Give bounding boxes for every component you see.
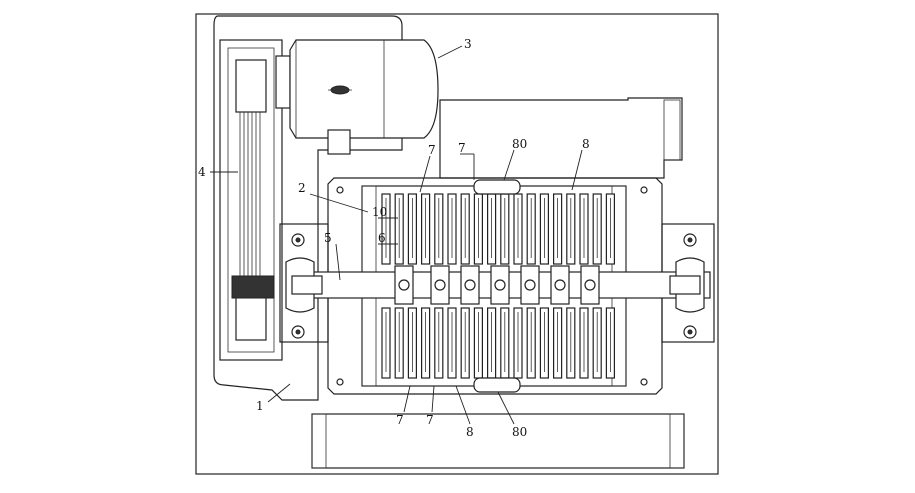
hub-bolt (584, 279, 596, 291)
label-frame: 1 (256, 399, 264, 413)
belt-guard-inner (227, 47, 275, 353)
label-hammer-top-a: 7 (428, 143, 436, 157)
hammers-top (381, 193, 616, 265)
lower-base-left-foot (311, 413, 327, 469)
right-bearing (669, 233, 705, 339)
bottom-pulley (235, 291, 267, 341)
hub-bolt (524, 279, 536, 291)
label-housing: 2 (298, 181, 306, 195)
corner-bolts (336, 186, 648, 386)
hub-bolt (398, 279, 410, 291)
label-ring: 10 (372, 205, 387, 219)
lower-base (311, 413, 685, 469)
leader-lines (210, 45, 583, 425)
lower-base-right-foot (669, 413, 685, 469)
label-hammer-top-b: 7 (458, 141, 466, 155)
label-bar-bottom: 8 (466, 425, 474, 439)
hammers-bottom (381, 307, 616, 379)
label-screen-bottom: 80 (512, 425, 527, 439)
drive-enclosure (213, 15, 403, 401)
upper-base-plate (439, 97, 683, 179)
lower-pulley-hub (231, 275, 275, 299)
motor (275, 39, 439, 155)
hub-bolt (434, 279, 446, 291)
label-hammer-bot-b: 7 (426, 413, 434, 427)
belt-guard (219, 39, 283, 361)
label-disc: 6 (378, 231, 386, 245)
part-labels: 3 4 1 2 5 6 10 7 7 80 8 7 7 8 80 (198, 37, 590, 439)
hub-bolt (464, 279, 476, 291)
bottom-screen-strap (473, 377, 521, 393)
label-belt: 4 (198, 165, 206, 179)
left-bearing (285, 233, 323, 339)
top-pulley (235, 59, 267, 113)
hub-bolt (554, 279, 566, 291)
label-bar-top: 8 (582, 137, 590, 151)
label-hammer-bot-a: 7 (396, 413, 404, 427)
upper-base-lip (663, 99, 681, 161)
outer-frame (195, 13, 719, 475)
label-motor: 3 (464, 37, 472, 51)
label-shaft: 5 (324, 231, 332, 245)
label-screen-top: 80 (512, 137, 527, 151)
drive-belts (239, 112, 261, 292)
top-screen-strap (473, 179, 521, 195)
rotor-hubs (394, 265, 600, 305)
hub-bolt (494, 279, 506, 291)
